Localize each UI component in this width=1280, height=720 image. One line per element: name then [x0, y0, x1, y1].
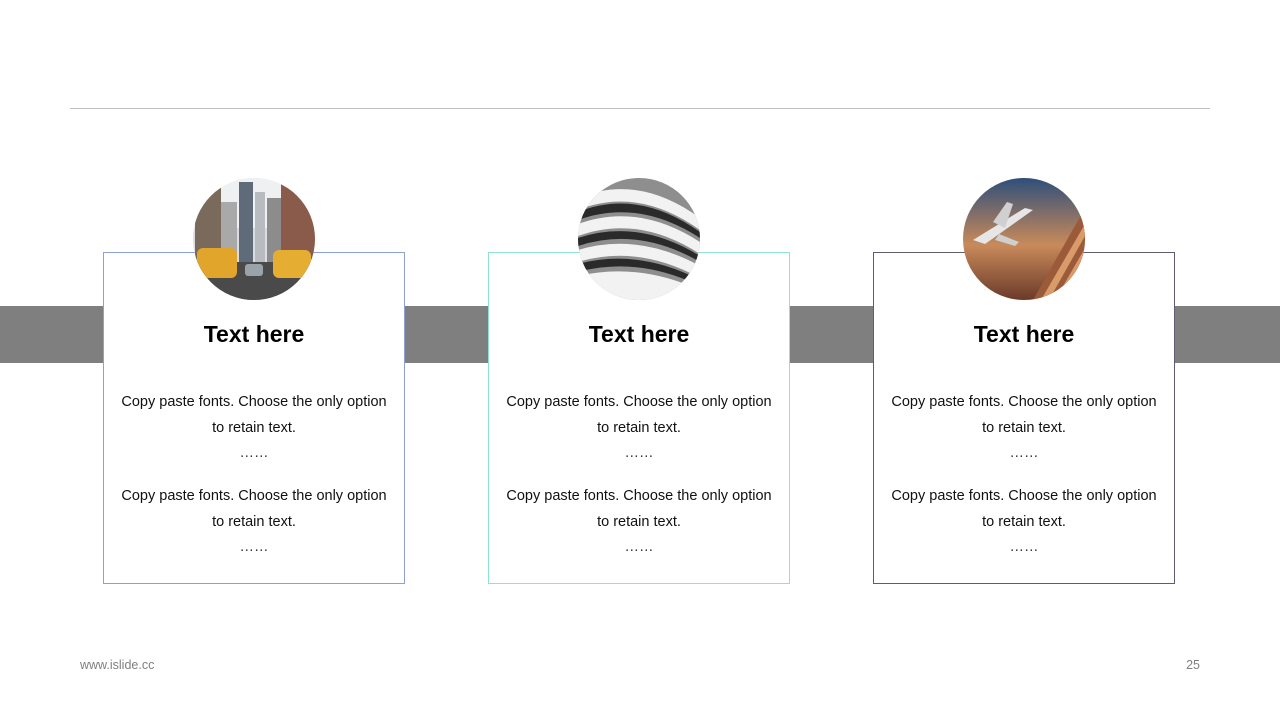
card-paragraph: Copy paste fonts. Choose the only option…: [891, 488, 1157, 530]
card-ellipsis: ……: [239, 539, 269, 555]
card-ellipsis: ……: [624, 539, 654, 555]
card-ellipsis: ……: [624, 445, 654, 461]
card-ellipsis: ……: [1009, 445, 1039, 461]
card-title: Text here: [203, 321, 305, 347]
card-paragraph: Copy paste fonts. Choose the only option…: [891, 394, 1157, 436]
building-facade-photo: [578, 178, 700, 300]
card-body: Copy paste fonts. Choose the only option…: [505, 389, 773, 577]
card-title: Text here: [588, 321, 690, 347]
card-paragraph: Copy paste fonts. Choose the only option…: [506, 394, 772, 436]
card-2: Text here Copy paste fonts. Choose the o…: [488, 252, 790, 584]
airplane-photo: [963, 178, 1085, 300]
card-1: Text here Copy paste fonts. Choose the o…: [103, 252, 405, 584]
footer-url: www.islide.cc: [80, 658, 155, 672]
card-body: Copy paste fonts. Choose the only option…: [120, 389, 388, 577]
card-title: Text here: [973, 321, 1075, 347]
card-ellipsis: ……: [239, 445, 269, 461]
card-ellipsis: ……: [1009, 539, 1039, 555]
city-street-photo: [193, 178, 315, 300]
card-paragraph: Copy paste fonts. Choose the only option…: [506, 488, 772, 530]
card-3: Text here Copy paste fonts. Choose the o…: [873, 252, 1175, 584]
card-body: Copy paste fonts. Choose the only option…: [890, 389, 1158, 577]
page-number: 25: [1186, 658, 1200, 672]
card-paragraph: Copy paste fonts. Choose the only option…: [121, 394, 387, 436]
card-paragraph: Copy paste fonts. Choose the only option…: [121, 488, 387, 530]
top-divider: [70, 108, 1210, 109]
